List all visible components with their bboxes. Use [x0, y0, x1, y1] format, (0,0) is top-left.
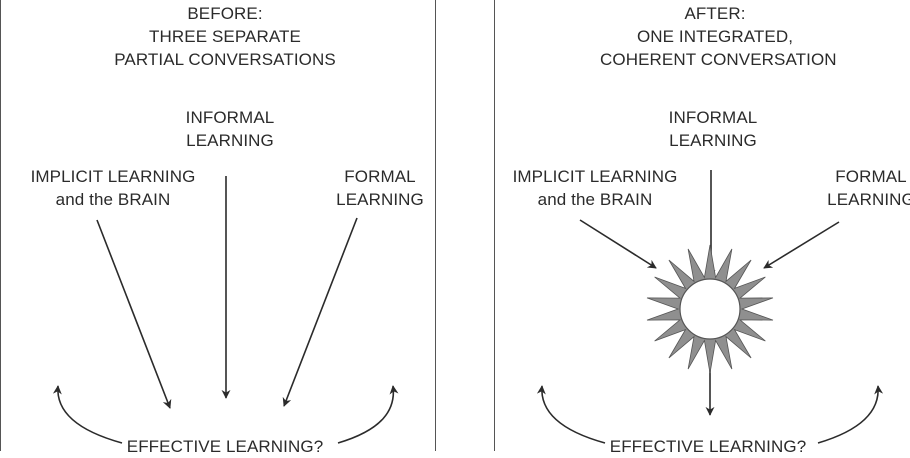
- after-outcome-label: EFFECTIVE LEARNING?: [609, 437, 807, 456]
- before-informal-line1: INFORMAL: [185, 108, 275, 127]
- before-panel: [0, 0, 436, 451]
- after-implicit-label: IMPLICIT LEARNING and the BRAIN: [500, 165, 690, 211]
- before-implicit-line2: and the BRAIN: [55, 190, 171, 209]
- before-title-line2: THREE SEPARATE: [149, 27, 301, 46]
- after-informal-line2: LEARNING: [669, 131, 757, 150]
- after-title-line3: COHERENT CONVERSATION: [600, 50, 837, 69]
- after-informal-label: INFORMAL LEARNING: [643, 106, 783, 152]
- before-informal-line2: LEARNING: [186, 131, 274, 150]
- after-formal-line2: LEARNING: [827, 190, 910, 209]
- after-formal-label: FORMAL LEARNING: [816, 165, 910, 211]
- before-formal-line1: FORMAL: [344, 167, 416, 186]
- after-informal-line1: INFORMAL: [668, 108, 758, 127]
- before-title: BEFORE: THREE SEPARATE PARTIAL CONVERSAT…: [110, 2, 340, 71]
- before-implicit-label: IMPLICIT LEARNING and the BRAIN: [18, 165, 208, 211]
- after-formal-line1: FORMAL: [835, 167, 907, 186]
- before-formal-label: FORMAL LEARNING: [325, 165, 435, 211]
- before-formal-line2: LEARNING: [336, 190, 424, 209]
- after-title-line2: ONE INTEGRATED,: [636, 27, 794, 46]
- before-title-line3: PARTIAL CONVERSATIONS: [114, 50, 336, 69]
- before-title-line1: BEFORE:: [187, 4, 263, 23]
- after-implicit-line2: and the BRAIN: [537, 190, 653, 209]
- after-panel: [494, 0, 910, 451]
- after-implicit-line1: IMPLICIT LEARNING: [512, 167, 678, 186]
- after-title: AFTER: ONE INTEGRATED, COHERENT CONVERSA…: [600, 2, 837, 71]
- after-title-line1: AFTER:: [684, 4, 746, 23]
- before-implicit-line1: IMPLICIT LEARNING: [30, 167, 196, 186]
- before-informal-label: INFORMAL LEARNING: [160, 106, 300, 152]
- before-outcome-label: EFFECTIVE LEARNING?: [126, 437, 324, 456]
